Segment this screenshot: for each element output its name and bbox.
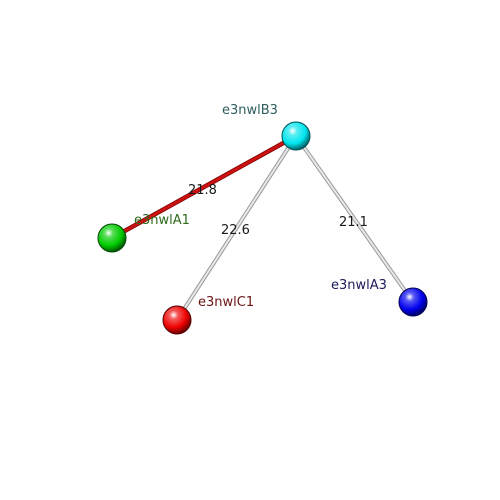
atom-A1[interactable]	[97, 223, 127, 253]
nodes-layer	[97, 121, 428, 335]
atom-B3[interactable]	[281, 121, 311, 151]
atom-C1[interactable]	[162, 305, 192, 335]
atom-label-C1: e3nwlC1	[198, 295, 254, 310]
distance-labels-layer: 21.8 22.6 21.1	[188, 183, 368, 238]
edges-layer	[109, 133, 415, 322]
bond-B3-A3	[295, 135, 414, 303]
distance-label-B3-A3: 21.1	[339, 215, 368, 230]
bond-B3-C1	[176, 135, 297, 321]
atom-label-A1: e3nwlA1	[134, 213, 190, 228]
distance-label-B3-C1: 22.6	[221, 223, 250, 238]
atom-label-B3: e3nwlB3	[222, 103, 278, 118]
atom-label-A3: e3nwlA3	[331, 278, 387, 293]
node-labels-layer: e3nwlB3 e3nwlA1 e3nwlC1 e3nwlA3	[134, 103, 387, 310]
distance-label-B3-A1: 21.8	[188, 183, 217, 198]
atom-A3[interactable]	[398, 287, 428, 317]
bond-B3-A1	[110, 134, 298, 240]
